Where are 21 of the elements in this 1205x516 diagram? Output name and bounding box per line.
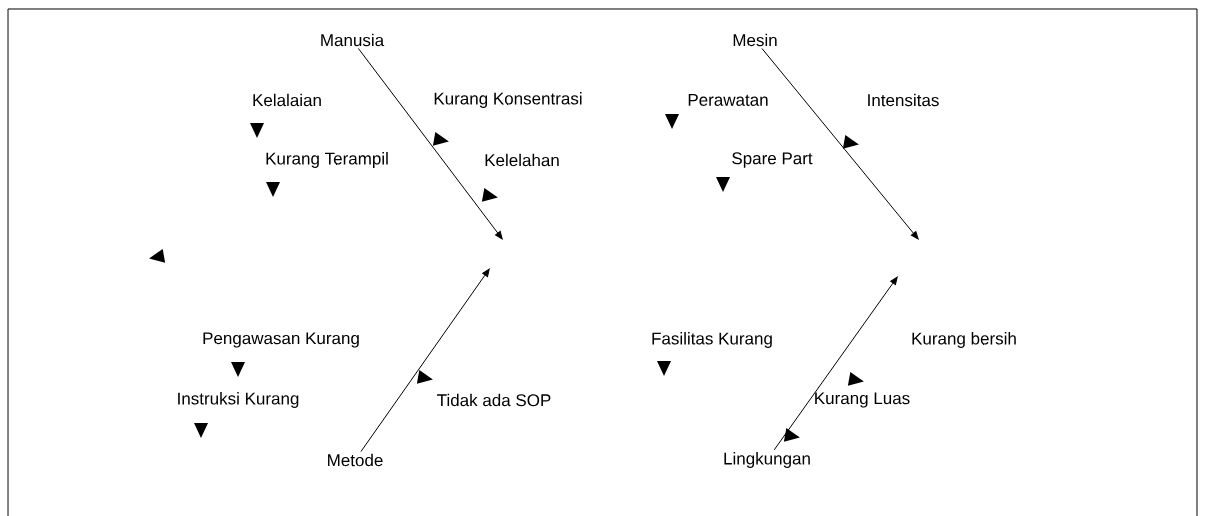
category-label: Mesin	[733, 33, 777, 47]
cause-label: Pengawasan Kurang	[203, 332, 359, 348]
cause-label: Spare Part	[732, 152, 813, 168]
cause-label: Kelalaian	[253, 93, 321, 107]
arrow	[773, 276, 898, 451]
arrow	[357, 47, 503, 240]
cause-label: Kurang Terampil	[266, 152, 388, 168]
category-label: Lingkungan	[724, 452, 810, 468]
cause-label: Fasilitas Kurang	[652, 332, 772, 348]
cause-label: Kurang Luas	[815, 392, 910, 408]
category-label: Metode	[328, 453, 383, 467]
cause-label: Kurang bersih	[912, 332, 1016, 348]
cause-label: Instruksi Kurang	[178, 392, 299, 408]
category-label: Manusia	[321, 33, 385, 47]
arrow	[761, 47, 919, 240]
cause-label: Kurang Konsentrasi	[434, 92, 582, 108]
cause-label: Tidak ada SOP	[437, 393, 551, 407]
cause-label: Kelelahan	[485, 153, 559, 167]
arrow	[360, 268, 490, 453]
cause-label: Intensitas	[868, 93, 939, 107]
cause-label: Perawatan	[688, 94, 768, 106]
